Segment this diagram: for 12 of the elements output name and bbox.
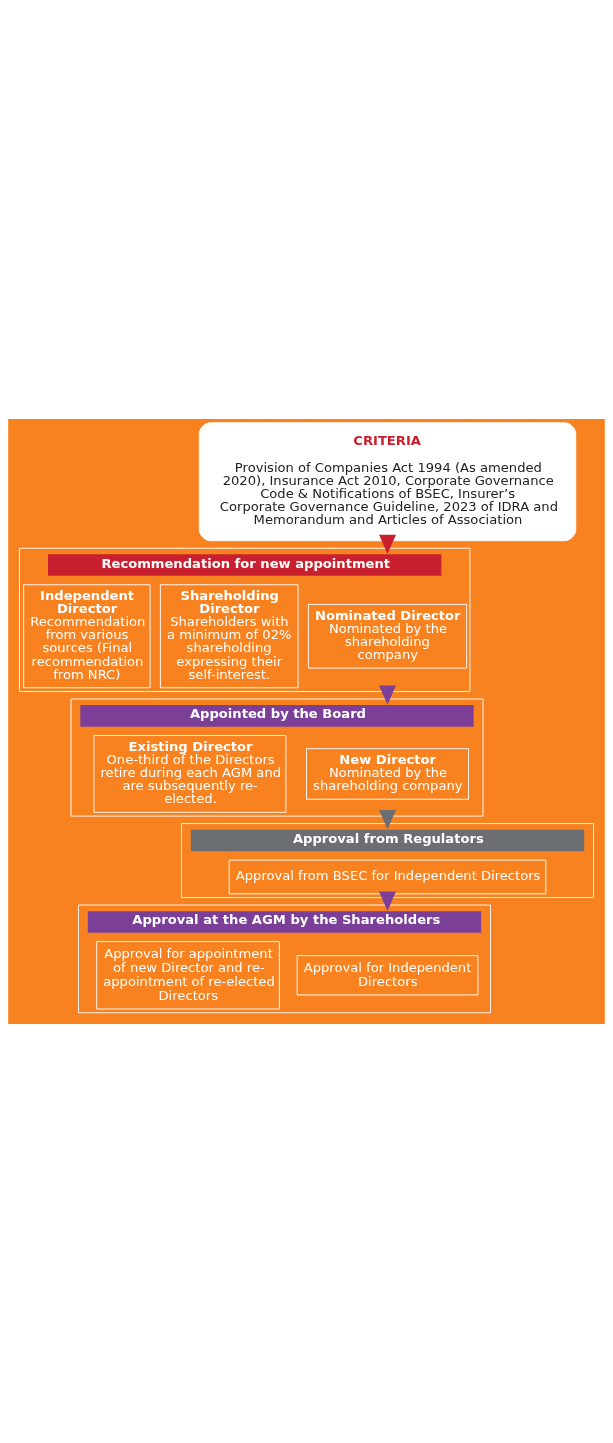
node-box: Nominated Director Nominated by the shareholding company [307,603,468,669]
node-box: Independent Director Recommendation from various sources (Final recommendation from NRC) [23,584,151,689]
arrow [379,685,396,705]
node-box: Existing Director One-third of the Directors retire during each AGM and are subsequently re-elected. [93,735,287,813]
node-box: Shareholding Director Shareholders with a minimum of 02% shareholding expressing their self-interest. [159,584,299,689]
node-box: Approval from BSEC for Independent Directors [228,859,547,895]
node-box: Approval for appointment of new Director and re-appointment of re-elected Directors [96,941,280,1010]
node-box: New Director Nominated by the shareholding company [306,748,469,800]
arrow [379,891,396,911]
arrow [379,534,396,555]
node-box: Approval for Independent Directors [296,955,479,996]
arrow [379,810,396,830]
